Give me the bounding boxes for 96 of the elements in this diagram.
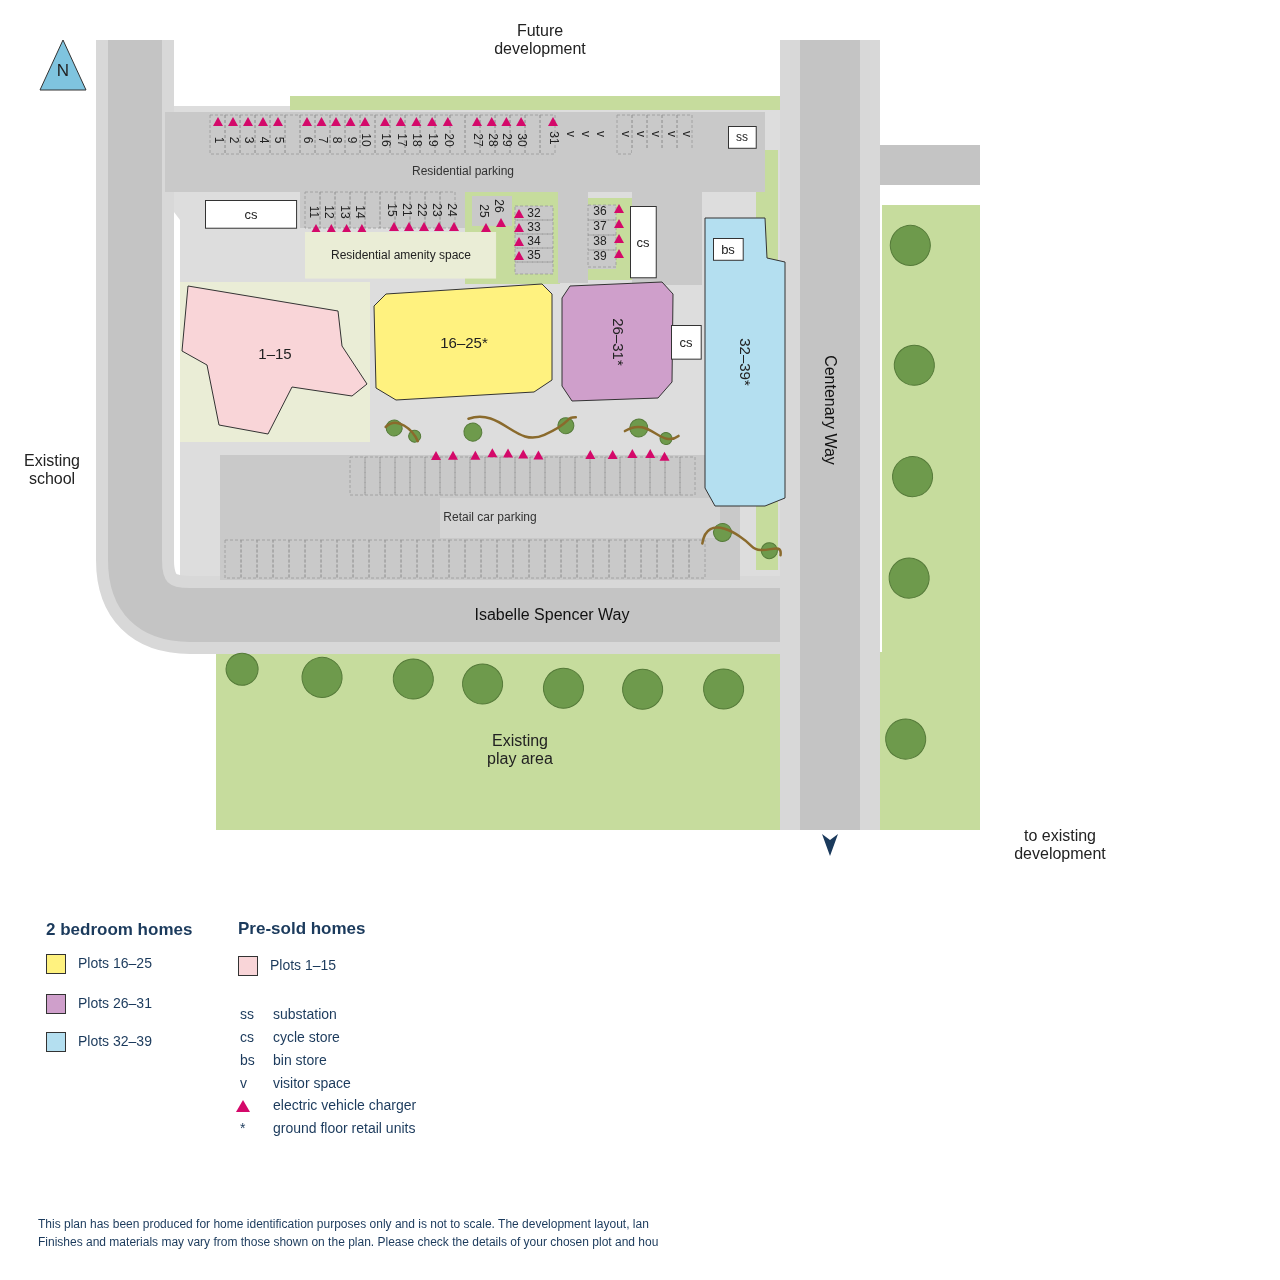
abbreviation: ss	[736, 130, 748, 144]
bay-number: 28	[484, 133, 499, 147]
legend-text: electric vehicle charger	[273, 1097, 417, 1113]
bay-number: 30	[514, 133, 528, 147]
legend-text: ground floor retail units	[273, 1120, 416, 1137]
bay-number: 8	[329, 136, 343, 144]
direction-note: to existing development	[1013, 826, 1107, 864]
bay-number: 12	[321, 205, 336, 219]
legend-text: cycle store	[273, 1029, 340, 1046]
street-name: Isabelle Spencer Way	[474, 605, 630, 625]
bay-number: 2	[226, 136, 240, 144]
plot-label: 26–31*	[609, 318, 627, 366]
bay-number: 18	[409, 133, 424, 147]
bay-number: 3	[241, 136, 255, 144]
visitor-bay-mark: v	[679, 131, 693, 137]
north-arrow	[40, 40, 86, 90]
bay-number: 6	[300, 136, 314, 144]
bay-number: 13	[336, 205, 351, 219]
footnote-mark: *	[240, 1120, 246, 1137]
bay-number: 1	[211, 136, 225, 144]
cycle-store-box	[205, 200, 297, 228]
disclaimer-text: This plan has been produced for home identification purposes only and is not to scale. The development layout, lan	[38, 1218, 649, 1232]
building-footprint	[562, 282, 674, 402]
cycle-store-box	[630, 206, 656, 278]
visitor-bay-mark: v	[593, 131, 607, 137]
bay-number: 24	[444, 203, 458, 217]
abbreviation: cs	[679, 334, 693, 350]
area-label: Retail car parking	[443, 511, 537, 525]
legend-text: Plots 16–25	[78, 955, 152, 971]
building-footprint	[182, 286, 368, 435]
bay-number: 35	[527, 249, 541, 263]
visitor-bay-mark: v	[618, 131, 632, 137]
bay-number: 22	[414, 203, 428, 217]
building-footprint	[374, 284, 554, 400]
bay-number: 29	[499, 133, 514, 147]
substation-box	[728, 126, 756, 148]
bay-number: 16	[378, 133, 392, 147]
street-name: Centenary Way	[821, 355, 840, 465]
abbreviation: v	[240, 1075, 247, 1092]
bay-number: 39	[593, 250, 607, 264]
bay-number: 32	[527, 207, 541, 221]
bay-number: 14	[352, 205, 366, 219]
abbreviation: bs	[721, 241, 735, 257]
bay-number: 23	[429, 203, 443, 217]
bay-number: 5	[271, 136, 285, 144]
bay-number: 10	[358, 133, 372, 147]
bay-number: 26	[491, 199, 505, 213]
abbreviation: cs	[244, 206, 258, 222]
legend-text: visitor space	[273, 1075, 351, 1092]
bay-number: 27	[470, 133, 484, 147]
bay-number: 37	[593, 220, 607, 234]
compass-letter: N	[56, 61, 70, 81]
bay-number: 4	[256, 136, 270, 144]
legend-text: bin store	[273, 1052, 327, 1069]
visitor-bay-mark: v	[664, 131, 678, 137]
area-label: Residential amenity space	[330, 248, 472, 262]
legend-heading: Pre-sold homes	[238, 919, 366, 939]
disclaimer-text: Finishes and materials may vary from those shown on the plan. Please check the details of your chosen plot and hou	[38, 1236, 659, 1250]
cycle-store-box	[671, 325, 701, 359]
bay-number: 15	[384, 203, 398, 217]
legend-text: Plots 1–15	[270, 957, 337, 973]
building-footprint	[705, 218, 785, 506]
plot-label: 32–39*	[736, 338, 754, 386]
legend-text: Plots 32–39	[78, 1033, 152, 1049]
legend-text: substation	[273, 1006, 337, 1023]
bay-number: 31	[546, 131, 560, 145]
amenity-area	[305, 232, 497, 278]
abbreviation: bs	[240, 1052, 255, 1069]
bay-number: 17	[393, 133, 408, 147]
abbreviation: ss	[240, 1006, 254, 1023]
bay-number: 11	[306, 205, 320, 219]
area-label: Existing school	[23, 451, 81, 489]
visitor-bay-mark: v	[633, 131, 647, 137]
visitor-bay-mark: v	[578, 131, 592, 137]
bay-number: 38	[593, 235, 607, 249]
visitor-bay-mark: v	[563, 131, 577, 137]
bay-number: 21	[399, 203, 413, 217]
bay-number: 20	[440, 133, 455, 147]
bay-number: 36	[593, 205, 607, 219]
bay-number: 9	[343, 136, 358, 144]
bay-number: 33	[527, 221, 541, 235]
area-label: Residential parking	[411, 165, 515, 179]
bay-number: 19	[425, 133, 439, 147]
bay-number: 7	[314, 136, 329, 144]
abbreviation: cs	[636, 234, 650, 250]
plot-label: 16–25*	[440, 333, 488, 351]
bay-number: 34	[527, 235, 541, 249]
legend-heading: 2 bedroom homes	[46, 920, 193, 940]
abbreviation: cs	[240, 1029, 254, 1046]
visitor-bay-mark: v	[648, 131, 662, 137]
bin-store-box	[713, 238, 743, 260]
area-label: Future development	[493, 21, 587, 59]
legend-text: Plots 26–31	[78, 995, 152, 1011]
bay-number: 25	[476, 204, 490, 218]
plot-label: 1–15	[258, 344, 292, 362]
area-label: Existing play area	[486, 731, 554, 769]
